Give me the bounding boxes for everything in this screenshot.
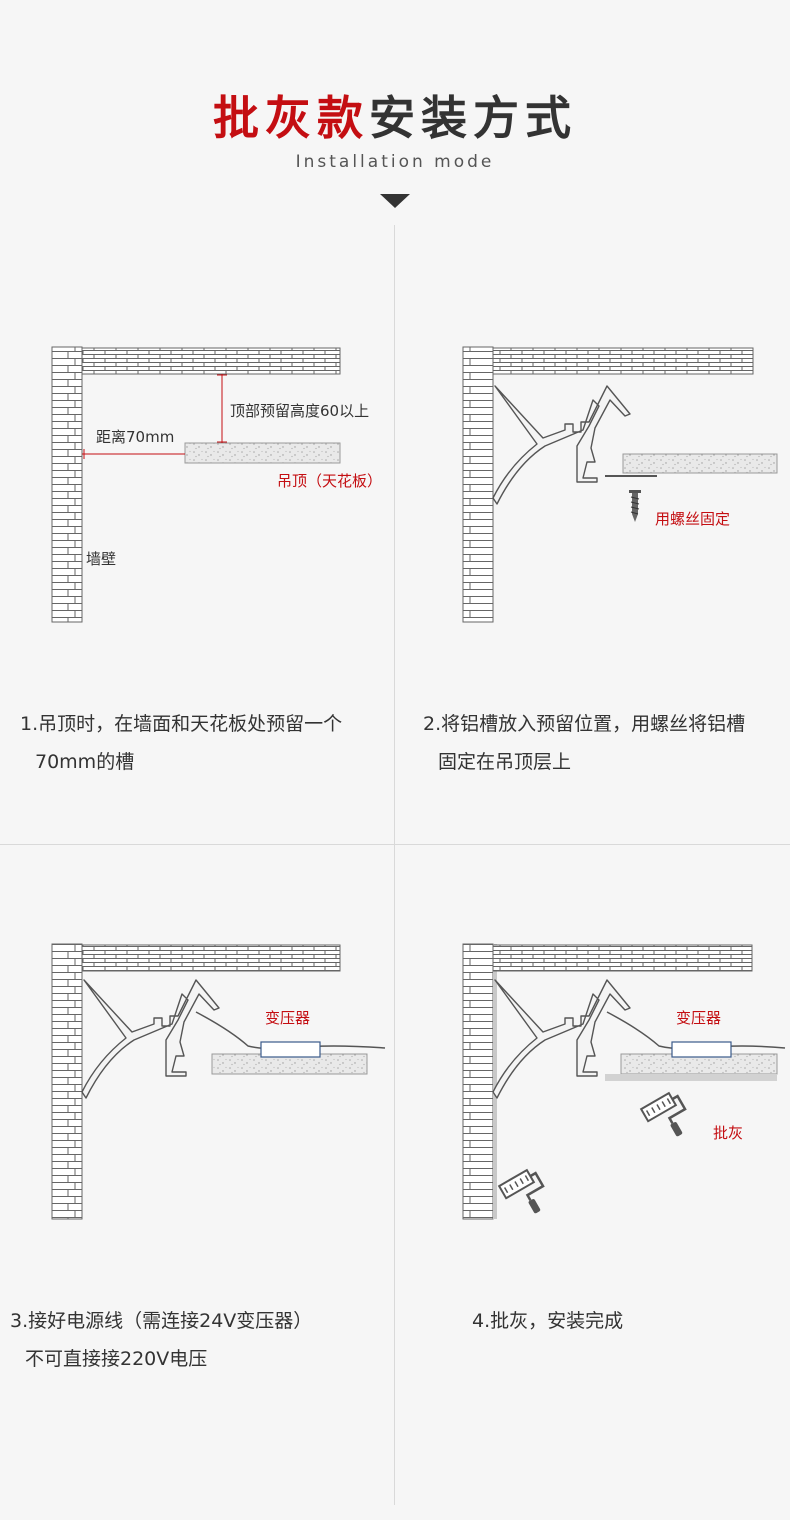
step-2-caption: 2.将铝槽放入预留位置，用螺丝将铝槽 固定在吊顶层上 bbox=[423, 705, 745, 781]
step-1-caption: 1.吊顶时，在墙面和天花板处预留一个 70mm的槽 bbox=[20, 705, 342, 781]
screw-label: 用螺丝固定 bbox=[655, 510, 731, 528]
transformer-box-2 bbox=[671, 1041, 732, 1058]
title-rest: 安装方式 bbox=[369, 91, 577, 145]
transformer-box bbox=[260, 1041, 321, 1058]
step-4-drawing bbox=[462, 943, 786, 1220]
page-subtitle: Installation mode bbox=[295, 152, 495, 172]
wall-label: 墙壁 bbox=[86, 550, 117, 568]
plaster-label: 批灰 bbox=[713, 1124, 744, 1142]
step-3-caption-line1: 3.接好电源线（需连接24V变压器） bbox=[10, 1310, 313, 1332]
step-4-diagram: 变压器 批灰 bbox=[395, 930, 790, 1230]
step-1-diagram: 顶部预留高度60以上 距离70mm 吊顶（天花板） 墙壁 bbox=[0, 330, 395, 640]
step-2-diagram: 用螺丝固定 bbox=[395, 330, 790, 640]
step-3-diagram: 变压器 bbox=[0, 930, 395, 1230]
step-3-drawing bbox=[51, 943, 386, 1220]
step-4-caption-line1: 4.批灰，安装完成 bbox=[472, 1310, 624, 1332]
transformer-label-2: 变压器 bbox=[676, 1009, 722, 1027]
vertical-divider bbox=[394, 225, 395, 1505]
step-3-caption: 3.接好电源线（需连接24V变压器） 不可直接接220V电压 bbox=[10, 1302, 312, 1378]
transformer-label: 变压器 bbox=[265, 1009, 311, 1027]
distance-label: 距离70mm bbox=[96, 428, 175, 446]
horizontal-divider bbox=[0, 844, 790, 845]
page-title: 批灰款安装方式 bbox=[0, 90, 790, 146]
paint-roller-icon bbox=[639, 1091, 687, 1137]
screw-icon bbox=[629, 490, 641, 522]
step-2-drawing bbox=[462, 346, 778, 623]
step-1-caption-line2: 70mm的槽 bbox=[35, 751, 135, 773]
step-3-caption-line2: 不可直接接220V电压 bbox=[25, 1348, 208, 1370]
paint-roller-icon-2 bbox=[497, 1168, 545, 1214]
step-1-caption-line1: 1.吊顶时，在墙面和天花板处预留一个 bbox=[20, 713, 343, 735]
height-label: 顶部预留高度60以上 bbox=[230, 402, 370, 420]
title-highlight: 批灰款 bbox=[213, 91, 369, 145]
step-2-caption-line2: 固定在吊顶层上 bbox=[438, 751, 572, 773]
step-4-caption: 4.批灰，安装完成 bbox=[472, 1302, 623, 1340]
ceiling-label: 吊顶（天花板） bbox=[277, 472, 383, 490]
step-2-caption-line1: 2.将铝槽放入预留位置，用螺丝将铝槽 bbox=[423, 713, 746, 735]
step-1-drawing bbox=[51, 346, 341, 623]
down-arrow-icon bbox=[380, 194, 410, 208]
